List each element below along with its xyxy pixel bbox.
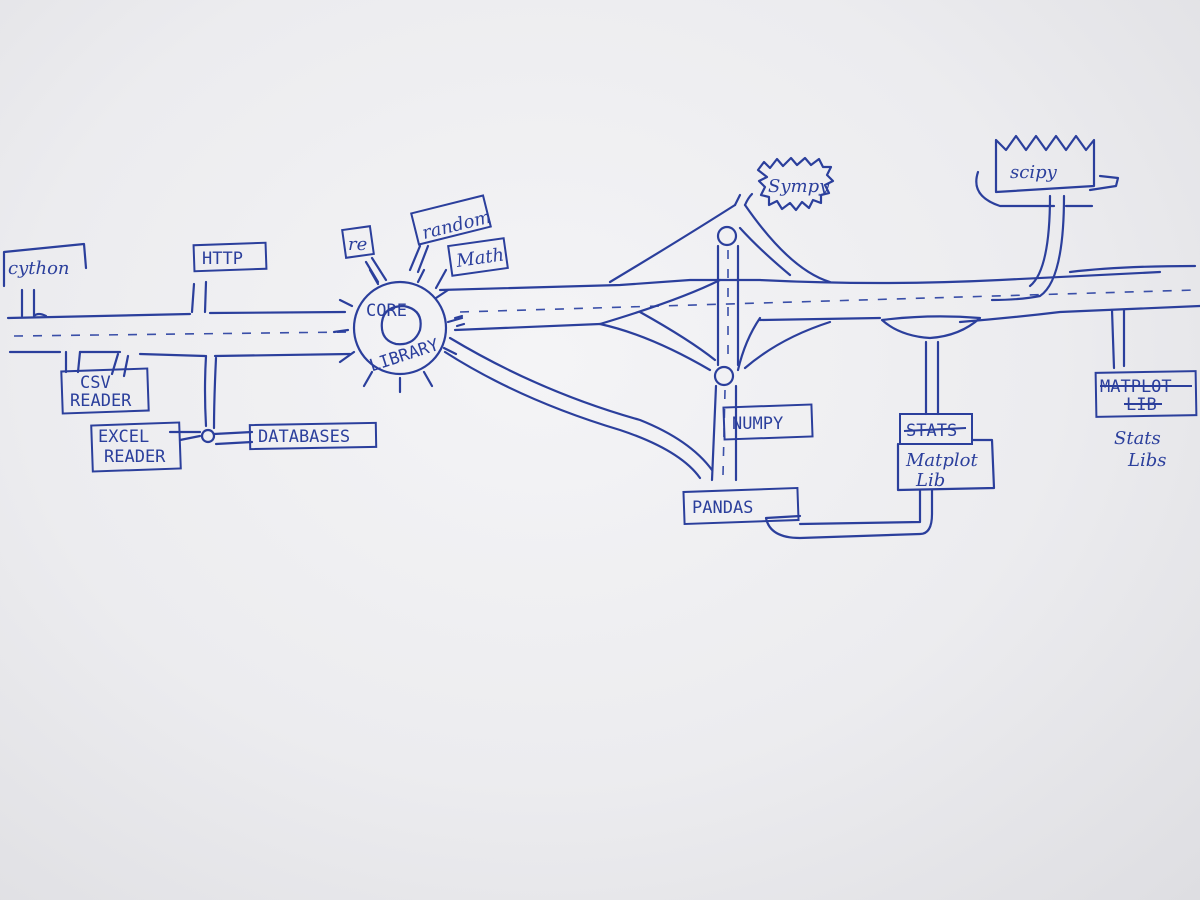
node-stats-label: STATS [906, 421, 957, 441]
node-excel-label-1: EXCEL [98, 427, 149, 447]
core-library-roundabout: CORE LIBRARY [332, 268, 466, 394]
node-cython-label: cython [8, 258, 70, 279]
node-databases: DATABASES [248, 421, 378, 451]
road-to-pandas [443, 336, 714, 480]
node-http: HTTP [192, 241, 268, 273]
node-matplotlib-right: MATPLOT LIB Stats Libs [1094, 370, 1198, 471]
node-stats-matplotlib: STATS Matplot Lib [896, 413, 996, 492]
node-scipy: scipy [994, 134, 1096, 194]
main-road-right [438, 264, 1200, 332]
main-road-left [6, 310, 352, 358]
node-re-label: re [348, 234, 367, 255]
node-stats-libs-label-1: Stats [1114, 428, 1161, 449]
node-pandas: PANDAS [682, 486, 800, 526]
node-re: re [341, 225, 375, 259]
node-cython: cython [2, 242, 88, 288]
node-sympy: Sympy [756, 156, 835, 212]
node-excel-label-2: READER [104, 447, 166, 467]
node-stats-libs-label-2: Libs [1127, 450, 1166, 471]
node-pandas-label: PANDAS [692, 498, 753, 518]
hub-label-library: LIBRARY [367, 335, 441, 376]
hub-label-core: CORE [366, 301, 407, 321]
left-branches [20, 280, 254, 446]
node-http-label: HTTP [202, 249, 243, 269]
node-numpy: NUMPY [722, 403, 814, 441]
node-random: random [410, 194, 493, 246]
node-csv-label-2: READER [70, 391, 132, 411]
node-scipy-label: scipy [1010, 162, 1058, 183]
right-branches [764, 170, 1126, 540]
node-matplotlib-mid-label-2: Lib [915, 470, 945, 491]
node-excel-reader: EXCEL READER [90, 421, 182, 473]
node-random-label: random [420, 207, 493, 244]
node-matplotlib-mid-label-1: Matplot [905, 450, 979, 471]
upper-branches [364, 244, 448, 290]
node-math-label: Math [454, 244, 505, 272]
node-csv-label-1: CSV [80, 373, 111, 393]
node-databases-label: DATABASES [258, 427, 350, 447]
node-math: Math [447, 237, 509, 277]
node-csv-reader: CSV READER [60, 367, 150, 415]
node-numpy-label: NUMPY [732, 414, 783, 434]
node-sympy-label: Sympy [768, 176, 830, 197]
